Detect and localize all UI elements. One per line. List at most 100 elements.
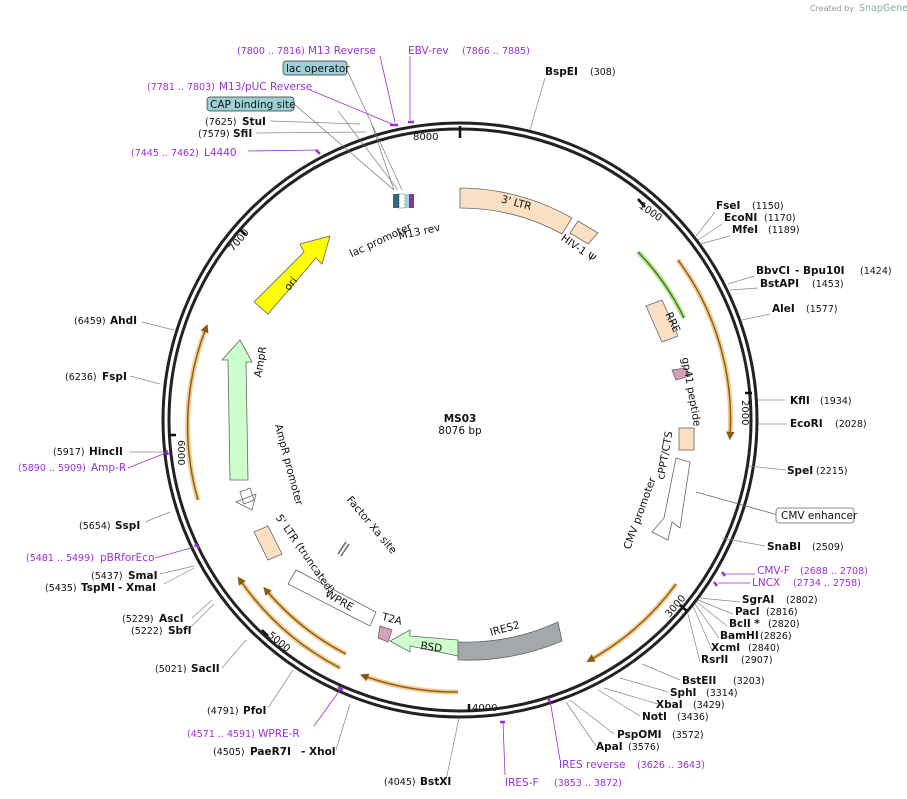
ltr3-feature	[459, 187, 573, 235]
ltr5-feature	[253, 525, 283, 561]
gp41-label: gp41 peptide	[679, 356, 703, 427]
primer-l4440-coord: (7445 .. 7462)	[131, 148, 199, 159]
rre-feature	[645, 299, 679, 343]
enzyme-bpu10i-name: - Bpu10I	[795, 265, 845, 277]
ires2-feature	[457, 621, 563, 661]
enzyme-pspomi-coord: (3572)	[672, 730, 704, 741]
enzyme-apai-name: ApaI	[596, 741, 623, 753]
enzyme-alei-coord: (1577)	[806, 304, 838, 315]
enzyme-ahdi-coord: (6459)	[74, 316, 106, 327]
enzyme-xbai-coord: (3429)	[693, 700, 725, 711]
enzyme-xhoi-name: - XhoI	[301, 746, 336, 758]
primer-marks	[164, 120, 726, 724]
enzyme-fspi-name: FspI	[102, 371, 127, 383]
enzyme-spei-coord: (2215)	[816, 466, 848, 477]
tick-4000: 4000	[472, 703, 497, 714]
primer-m13puc-coord: (7781 .. 7803)	[147, 82, 215, 93]
green-arc-line	[637, 251, 685, 319]
primer-m13-reverse-coord: (7800 .. 7816)	[237, 46, 305, 57]
enzyme-sphi-name: SphI	[670, 687, 696, 699]
enzyme-xcmi-coord: (2840)	[748, 643, 780, 654]
cppt-feature	[678, 427, 695, 451]
enzyme-snabi-name: SnaBI	[767, 541, 801, 553]
primer-cmv-f-name: CMV-F	[757, 565, 790, 577]
enzyme-fspi-coord: (6236)	[65, 372, 97, 383]
enzyme-leaders	[129, 77, 787, 781]
wpre-feature	[287, 569, 377, 627]
enzyme-smai-coord: (5437)	[91, 571, 123, 582]
enzyme-sacii-coord: (5021)	[155, 664, 187, 675]
credit-brand: SnapGene	[859, 3, 907, 14]
enzyme-econi-name: EcoNI	[724, 212, 757, 224]
enzyme-bcli-name: BclI *	[729, 618, 760, 630]
ampr-promoter-label: AmpR promoter	[272, 423, 305, 507]
enzyme-sacii-name: SacII	[191, 663, 220, 675]
enzyme-tspmi-coord: (5435)	[45, 583, 77, 594]
enzyme-bstxi-coord: (4045)	[384, 777, 416, 788]
enzyme-bstapi-coord: (1453)	[812, 279, 844, 290]
enzyme-stui-coord: (7625)	[205, 117, 237, 128]
enzyme-sbfi-name: SbfI	[168, 625, 192, 637]
factor-xa-label: Factor Xa site	[344, 494, 399, 556]
primer-pbrforeco-coord: (5481 .. 5499)	[26, 553, 94, 564]
enzyme-ahdi-name: AhdI	[110, 315, 137, 327]
enzyme-sphi-coord: (3314)	[706, 688, 738, 699]
enzyme-sfii-name: SfiI	[233, 128, 252, 140]
primer-leaders	[127, 55, 755, 776]
m13rev-mark	[409, 194, 414, 208]
primer-m13-reverse-name: M13 Reverse	[308, 45, 376, 57]
hiv-psi-feature	[569, 220, 599, 245]
enzyme-snabi-coord: (2509)	[812, 542, 844, 553]
cmv-promoter-label: CMV promoter	[622, 475, 659, 551]
enzyme-fsei-coord: (1150)	[752, 201, 784, 212]
enzyme-smai-name: SmaI	[128, 570, 158, 582]
primer-ires-reverse-coord: (3626 .. 3643)	[637, 760, 705, 771]
enzyme-stui-name: StuI	[242, 116, 266, 128]
enzyme-xmai-name: - XmaI	[118, 582, 156, 594]
bsd-feature	[389, 629, 459, 657]
primer-ires-f-coord: (3853 .. 3872)	[554, 778, 622, 789]
enzyme-hincii-coord: (5917)	[53, 447, 85, 458]
primer-ires-f-name: IRES-F	[505, 777, 539, 789]
enzyme-xcmi-name: XcmI	[711, 642, 740, 654]
cppt-label: cPPT/CTS	[655, 430, 675, 480]
primer-ebv-rev-coord: (7866 .. 7885)	[462, 46, 530, 57]
enzyme-apai-coord: (3576)	[628, 742, 660, 753]
primer-cmv-f-coord: (2688 .. 2708)	[800, 566, 868, 577]
enzyme-noti-coord: (3436)	[677, 712, 709, 723]
enzyme-bsteii-coord: (3203)	[733, 676, 765, 687]
plasmid-name: MS03	[444, 413, 477, 425]
enzyme-kfli-coord: (1934)	[820, 396, 852, 407]
primer-lncx-coord: (2734 .. 2758)	[793, 578, 861, 589]
cap-site-label: CAP binding site	[210, 99, 296, 111]
enzyme-sgrai-name: SgrAI	[742, 594, 774, 606]
lac-operator-mark	[405, 194, 409, 208]
enzyme-pfoi-name: PfoI	[243, 705, 266, 717]
primer-wpre-r-name: WPRE-R	[258, 728, 300, 740]
enzyme-bcli-coord: (2820)	[768, 619, 800, 630]
bsd-label: BSD	[420, 640, 443, 655]
enzyme-bstapi-name: BstAPI	[760, 278, 799, 290]
ires2-label: IRES2	[489, 619, 521, 638]
enzyme-paer7i-name: PaeR7I	[250, 746, 291, 758]
ori-feature	[253, 235, 331, 315]
t2a-feature	[377, 625, 393, 643]
enzyme-bstxi-name: BstXI	[420, 776, 451, 788]
primer-amp-r-name: Amp-R	[91, 462, 126, 474]
primer-amp-r-coord: (5890 .. 5909)	[18, 463, 86, 474]
primer-ebv-rev-name: EBV-rev	[408, 45, 449, 57]
position-ticks	[170, 126, 752, 712]
enzyme-fsei-name: FseI	[716, 200, 740, 212]
enzyme-asci-name: AscI	[159, 613, 184, 625]
primer-ires-reverse-name: IRES reverse	[559, 759, 626, 771]
credit-prefix: Created by	[810, 4, 854, 13]
enzyme-kfli-name: KflI	[790, 395, 810, 407]
primer-lncx-name: LNCX	[752, 577, 780, 589]
gp41-feature	[671, 367, 691, 381]
t2a-label: T2A	[380, 611, 404, 628]
ampr-promoter-feature	[235, 487, 257, 511]
enzyme-bspei-name: BspEI	[545, 66, 578, 78]
cmv-promoter-feature	[651, 457, 691, 541]
enzyme-bsteii-name: BstEII	[682, 675, 716, 687]
